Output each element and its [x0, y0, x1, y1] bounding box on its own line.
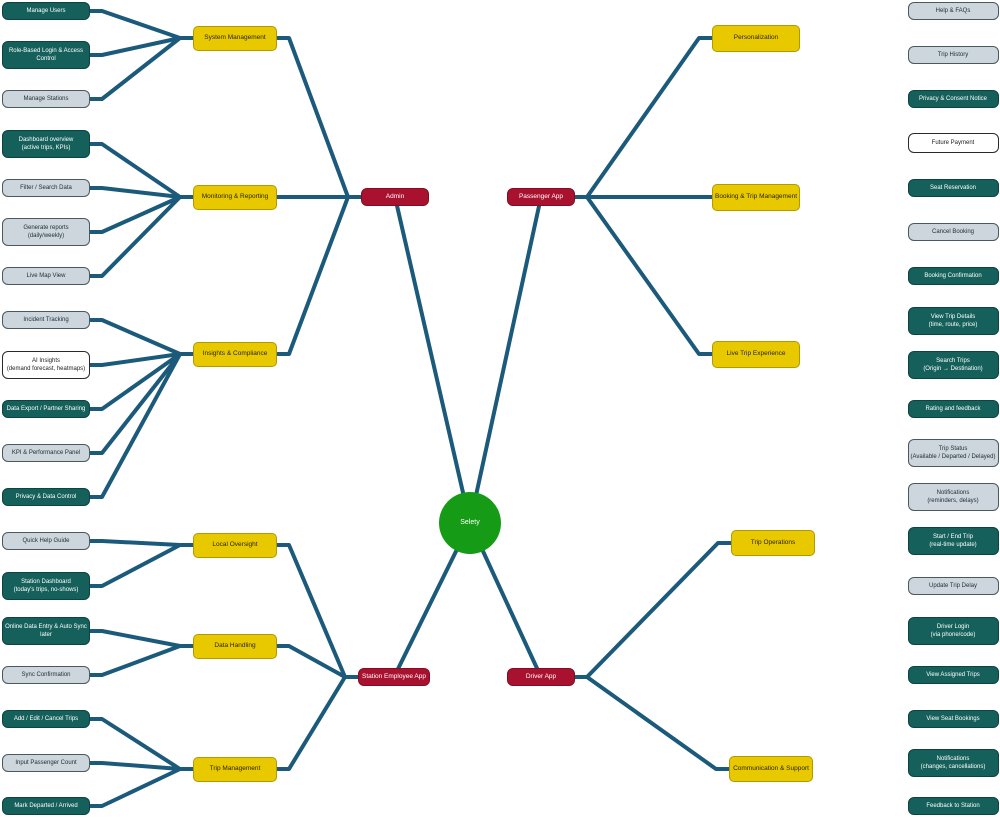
edge-privacy-data-control-to-insights-compliance — [86, 352, 197, 499]
node-start-end-trip[interactable]: Start / End Trip (real-time update) — [907, 527, 999, 555]
node-trip-operations[interactable]: Trip Operations — [731, 530, 815, 556]
node-filter-search-data[interactable]: Filter / Search Data — [2, 179, 90, 197]
node-view-seat-bookings[interactable]: View Seat Bookings — [907, 710, 999, 728]
node-rating-and-feedback[interactable]: Rating and feedback — [907, 400, 999, 418]
node-trip-status[interactable]: Trip Status (Available / Departed / Dela… — [907, 439, 999, 467]
edge-manage-users-to-system-management — [86, 9, 197, 40]
node-personalization[interactable]: Personalization — [712, 24, 800, 52]
node-insights-compliance[interactable]: Insights & Compliance — [193, 341, 277, 367]
edge-data-handling-to-station-employee-app — [273, 644, 362, 679]
node-monitoring-reporting[interactable]: Monitoring & Reporting — [193, 184, 277, 210]
node-ai-insights[interactable]: AI Insights (demand forecast, heatmaps) — [2, 351, 90, 379]
node-admin[interactable]: Admin — [361, 188, 429, 206]
node-notifications-reminders[interactable]: Notifications (reminders, delays) — [907, 483, 999, 511]
node-booking-trip-management[interactable]: Booking & Trip Management — [712, 183, 800, 211]
edge-manage-stations-to-system-management — [86, 36, 197, 101]
node-update-trip-delay[interactable]: Update Trip Delay — [907, 577, 999, 595]
node-live-map-view[interactable]: Live Map View — [2, 267, 90, 285]
node-add-edit-cancel-trips[interactable]: Add / Edit / Cancel Trips — [2, 710, 90, 728]
node-online-data-entry[interactable]: Online Data Entry & Auto Sync later — [2, 617, 90, 645]
node-role-based-login[interactable]: Role-Based Login & Access Control — [2, 41, 90, 69]
edge-local-oversight-to-station-employee-app — [273, 543, 362, 679]
node-cancel-booking[interactable]: Cancel Booking — [907, 223, 999, 241]
node-selety-hub[interactable]: Selety — [439, 492, 501, 554]
edge-system-management-to-admin — [273, 36, 365, 199]
node-local-oversight[interactable]: Local Oversight — [193, 532, 277, 558]
node-notifications-changes[interactable]: Notifications (changes, cancellations) — [907, 749, 999, 777]
edge-kpi-performance-panel-to-insights-compliance — [86, 352, 197, 455]
node-help-faqs[interactable]: Help & FAQs — [907, 2, 999, 20]
node-driver-app[interactable]: Driver App — [507, 668, 575, 686]
edge-mark-departed-arrived-to-trip-management — [86, 767, 197, 808]
edge-passenger-app-to-selety — [468, 195, 543, 525]
edge-trip-management-to-station-employee-app — [273, 675, 362, 771]
edge-passenger-app-to-live-trip-experience — [571, 195, 716, 356]
node-view-trip-details[interactable]: View Trip Details (time, route, price) — [907, 307, 999, 335]
node-seat-reservation[interactable]: Seat Reservation — [907, 179, 999, 197]
node-manage-stations[interactable]: Manage Stations — [2, 90, 90, 108]
node-data-export-partner-sharing[interactable]: Data Export / Partner Sharing — [2, 400, 90, 418]
node-passenger-app[interactable]: Passenger App — [507, 188, 575, 206]
edge-passenger-app-to-personalization — [571, 36, 716, 199]
node-generate-reports[interactable]: Generate reports (daily/weekly) — [2, 218, 90, 246]
edge-incident-tracking-to-insights-compliance — [86, 318, 197, 356]
node-kpi-performance-panel[interactable]: KPI & Performance Panel — [2, 444, 90, 462]
node-search-trips[interactable]: Search Trips (Origin → Destination) — [907, 351, 999, 379]
node-booking-confirmation[interactable]: Booking Confirmation — [907, 267, 999, 285]
node-station-dashboard[interactable]: Station Dashboard (today's trips, no-sho… — [2, 572, 90, 600]
node-future-payment[interactable]: Future Payment — [907, 133, 999, 153]
node-sync-confirmation[interactable]: Sync Confirmation — [2, 666, 90, 684]
node-trip-management[interactable]: Trip Management — [193, 756, 277, 782]
edge-driver-app-to-trip-operations — [571, 541, 735, 679]
node-incident-tracking[interactable]: Incident Tracking — [2, 311, 90, 329]
node-manage-users[interactable]: Manage Users — [2, 2, 90, 20]
edge-insights-compliance-to-admin — [273, 195, 365, 356]
node-privacy-data-control[interactable]: Privacy & Data Control — [2, 488, 90, 506]
edge-generate-reports-to-monitoring-reporting — [86, 195, 197, 234]
edge-sync-confirmation-to-data-handling — [86, 644, 197, 677]
node-station-employee-app[interactable]: Station Employee App — [358, 668, 430, 686]
node-view-assigned-trips[interactable]: View Assigned Trips — [907, 666, 999, 684]
node-privacy-consent-notice[interactable]: Privacy & Consent Notice — [907, 90, 999, 108]
edge-live-map-view-to-monitoring-reporting — [86, 195, 197, 278]
edge-admin-to-selety — [393, 195, 472, 525]
node-feedback-to-station[interactable]: Feedback to Station — [907, 797, 999, 815]
edge-driver-app-to-communication-support — [571, 675, 733, 771]
node-data-handling[interactable]: Data Handling — [193, 633, 277, 659]
edge-station-dashboard-to-local-oversight — [86, 543, 197, 588]
node-live-trip-experience[interactable]: Live Trip Experience — [712, 340, 800, 368]
node-dashboard-overview[interactable]: Dashboard overview (active trips, KPIs) — [2, 130, 90, 158]
edge-online-data-entry-to-data-handling — [86, 629, 197, 648]
node-mark-departed-arrived[interactable]: Mark Departed / Arrived — [2, 797, 90, 815]
node-input-passenger-count[interactable]: Input Passenger Count — [2, 754, 90, 772]
node-trip-history[interactable]: Trip History — [907, 46, 999, 64]
node-system-management[interactable]: System Management — [193, 25, 277, 51]
node-communication-support[interactable]: Communication & Support — [729, 756, 813, 782]
node-driver-login[interactable]: Driver Login (via phone/code) — [907, 617, 999, 645]
node-quick-help-guide[interactable]: Quick Help Guide — [2, 532, 90, 550]
